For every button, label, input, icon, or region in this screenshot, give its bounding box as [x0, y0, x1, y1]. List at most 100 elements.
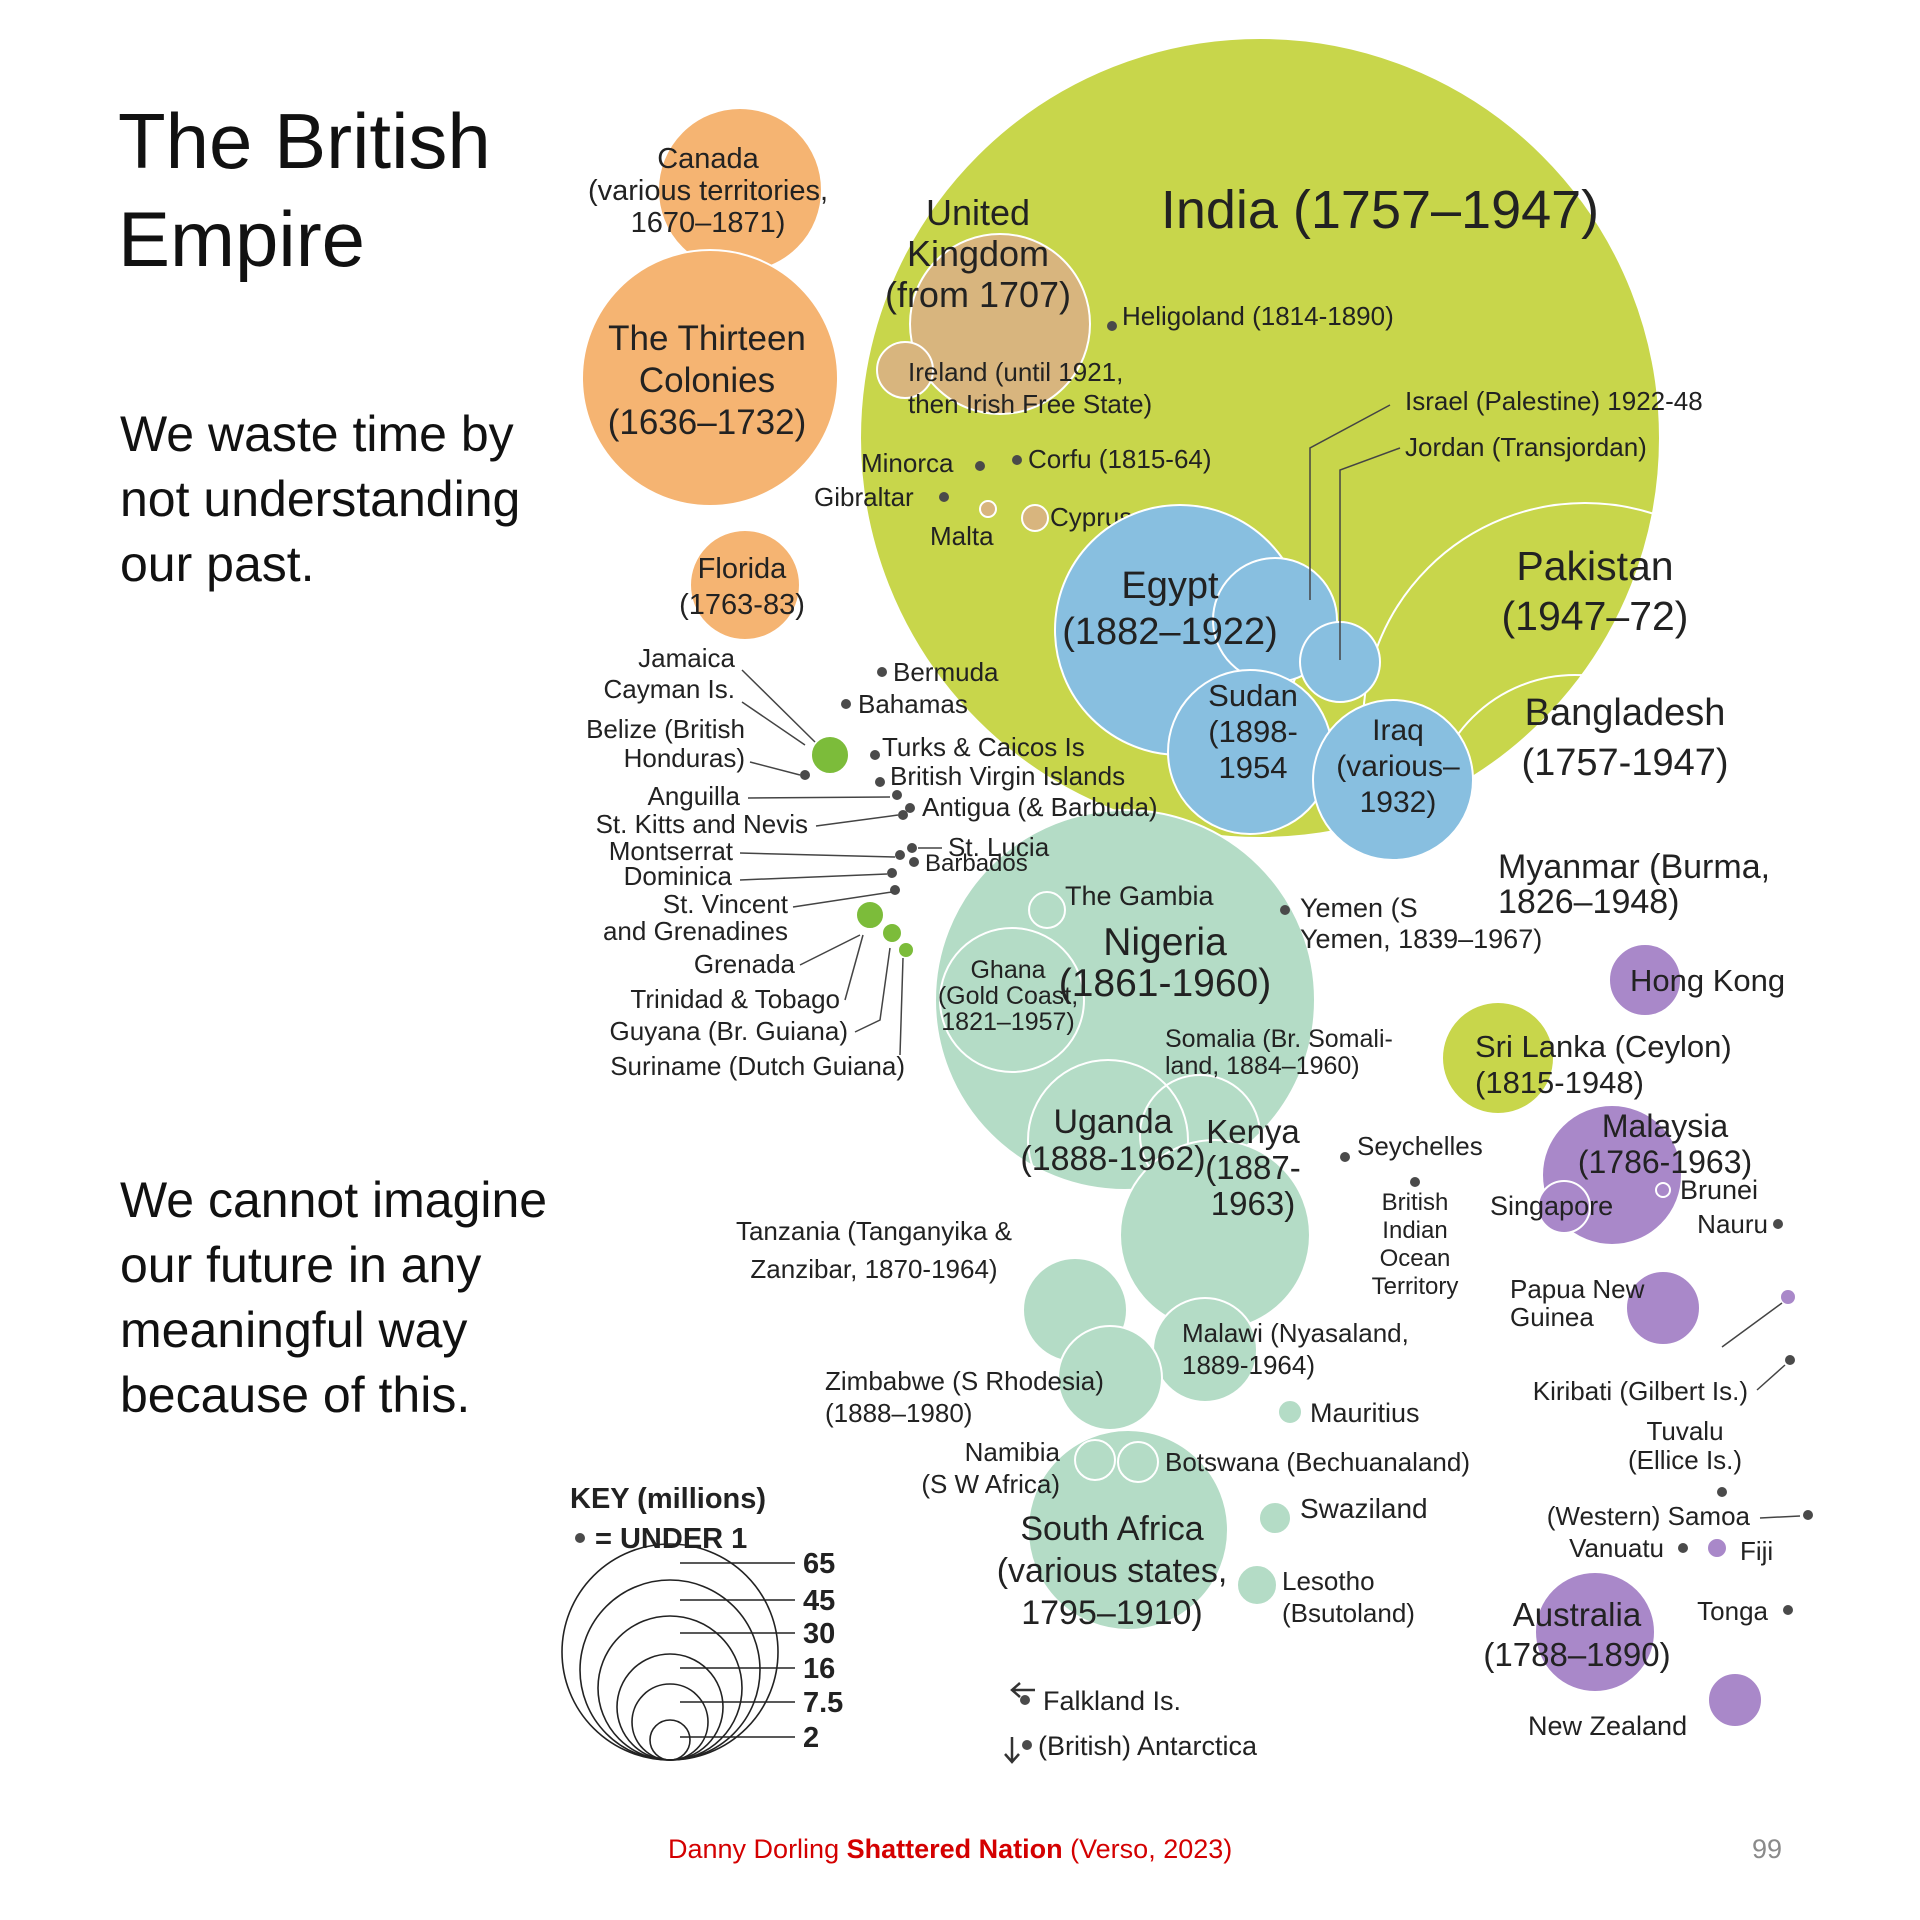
myanmar-label-line: Myanmar (Burma, [1498, 848, 1770, 886]
mauritius-label: Mauritius [1310, 1398, 1420, 1428]
uganda-label-line: (1888-1962) [1020, 1140, 1205, 1178]
namibia-label-line: Namibia [965, 1437, 1061, 1467]
fiji-label-line: Fiji [1740, 1536, 1773, 1566]
dominica-label: Dominica [624, 861, 733, 891]
dominica-dot [887, 868, 897, 878]
swaziland-bubble [1258, 1501, 1292, 1535]
bvi-dot [875, 777, 885, 787]
mauritius-label-line: Mauritius [1310, 1398, 1420, 1428]
uk-label-line: Kingdom [907, 233, 1049, 274]
pakistan-label-line: Pakistan [1516, 543, 1673, 589]
stkitts-label: St. Kitts and Nevis [596, 809, 808, 839]
jordan-leader [1339, 447, 1401, 660]
lesotho-bubble [1236, 1564, 1278, 1606]
heligoland-label-line: Heligoland (1814-1890) [1122, 301, 1394, 331]
png-label-line: Papua New [1510, 1274, 1645, 1304]
kenya-label-line: 1963) [1211, 1185, 1295, 1222]
key-value: 65 [803, 1548, 835, 1580]
uk-label-line: United [926, 192, 1030, 233]
ireland-label: Ireland (until 1921,then Irish Free Stat… [908, 357, 1152, 419]
india-label: India (1757–1947) [1161, 180, 1599, 240]
key-value: 7.5 [803, 1687, 843, 1719]
botswana-label: Botswana (Bechuanaland) [1165, 1447, 1470, 1477]
key-circle-16 [616, 1653, 724, 1761]
jamaica-label: Jamaica [638, 643, 735, 673]
belize-label-line: Belize (British [586, 714, 745, 744]
gibraltar-label-line: Gibraltar [814, 482, 914, 512]
page-number: 99 [1752, 1834, 1783, 1864]
cayman-label-line: Cayman Is. [604, 674, 736, 704]
tonga-label: Tonga [1697, 1596, 1768, 1626]
malta-label: Malta [930, 521, 994, 551]
turks-label-line: Turks & Caicos Is [882, 732, 1085, 762]
paragraph-future: We cannot imagine our future in any mean… [120, 1168, 547, 1428]
turks-label: Turks & Caicos Is [882, 732, 1085, 762]
nauru-label: Nauru [1697, 1209, 1768, 1239]
sudan-label-line: 1954 [1219, 750, 1288, 785]
key-value: 30 [803, 1618, 835, 1650]
paragraph-line: meaningful way [120, 1302, 468, 1358]
iraq-label-line: 1932) [1360, 786, 1437, 819]
nauru-dot [1773, 1219, 1783, 1229]
montserrat-dot [895, 850, 905, 860]
cyprus-bubble [1021, 504, 1049, 532]
gibraltar-dot [939, 492, 949, 502]
southafrica-label-line: South Africa [1020, 1510, 1203, 1548]
tanzania-label-line: Zanzibar, 1870-1964) [750, 1254, 997, 1284]
india-label-line: India (1757–1947) [1161, 180, 1599, 240]
tuvalu-label-line: Tuvalu [1646, 1416, 1723, 1446]
jamaica-leader [741, 669, 816, 743]
samoa-label-line: (Western) Samoa [1547, 1501, 1751, 1531]
gibraltar-label: Gibraltar [814, 482, 914, 512]
vanuatu-dot [1678, 1543, 1688, 1553]
florida-label-line: Florida [698, 553, 788, 585]
suriname-leader [899, 957, 904, 1056]
malawi-label: Malawi (Nyasaland,1889-1964) [1182, 1318, 1409, 1380]
key-circle-2 [649, 1719, 691, 1761]
iraq-label: Iraq(various–1932) [1336, 714, 1460, 819]
srilanka-label-line: (1815-1948) [1475, 1065, 1644, 1100]
yemen-label-line: Yemen (S [1300, 893, 1418, 923]
singapore-label: Singapore [1490, 1191, 1613, 1221]
somalia-label-line: land, 1884–1960) [1165, 1052, 1360, 1080]
kiribati-leader-1 [1721, 1302, 1783, 1348]
paragraph-line: not understanding [120, 471, 521, 527]
ghana-label-line: (Gold Coast, [938, 982, 1078, 1010]
bangladesh-label-line: Bangladesh [1525, 692, 1726, 734]
bvi-label: British Virgin Islands [890, 761, 1125, 791]
biot-dot [1410, 1177, 1420, 1187]
trinidad-bubble [855, 900, 885, 930]
florida-bubble [689, 529, 801, 641]
trinidad-leader [844, 934, 864, 1001]
vanuatu-label-line: Vanuatu [1569, 1533, 1664, 1563]
namibia-label: Namibia(S W Africa) [921, 1437, 1060, 1499]
key-under-label: = UNDER 1 [595, 1523, 747, 1555]
trinidad-label: Trinidad & Tobago [630, 984, 840, 1014]
iraq-label-line: (various– [1336, 750, 1460, 783]
srilanka-label: Sri Lanka (Ceylon)(1815-1948) [1475, 1029, 1732, 1100]
myanmar-label-line: 1826–1948) [1498, 883, 1680, 921]
srilanka-label-line: Sri Lanka (Ceylon) [1475, 1029, 1732, 1064]
fiji-bubble [1706, 1537, 1728, 1559]
grenada-label-line: Grenada [694, 949, 796, 979]
antigua-dot [905, 803, 915, 813]
belize-leader [749, 761, 801, 776]
png-label-line: Guinea [1510, 1302, 1594, 1332]
nigeria-label-line: (1861-1960) [1059, 962, 1271, 1005]
yemen-label-line: Yemen, 1839–1967) [1300, 924, 1542, 954]
seychelles-label: Seychelles [1357, 1131, 1483, 1161]
tuvalu-label: Tuvalu(Ellice Is.) [1628, 1416, 1742, 1475]
footer-book-title: Shattered Nation [846, 1834, 1063, 1864]
israel-label: Israel (Palestine) 1922-48 [1405, 386, 1703, 416]
paragraph-line: because of this. [120, 1367, 471, 1423]
malaysia-label: Malaysia(1786-1963) [1578, 1108, 1752, 1180]
tonga-dot [1783, 1605, 1793, 1615]
antigua-label: Antigua (& Barbuda) [922, 792, 1158, 822]
key-circle-65 [561, 1543, 779, 1761]
barbados-dot [909, 857, 919, 867]
suriname-label: Suriname (Dutch Guiana) [610, 1051, 905, 1081]
guyana-label: Guyana (Br. Guiana) [610, 1016, 848, 1046]
